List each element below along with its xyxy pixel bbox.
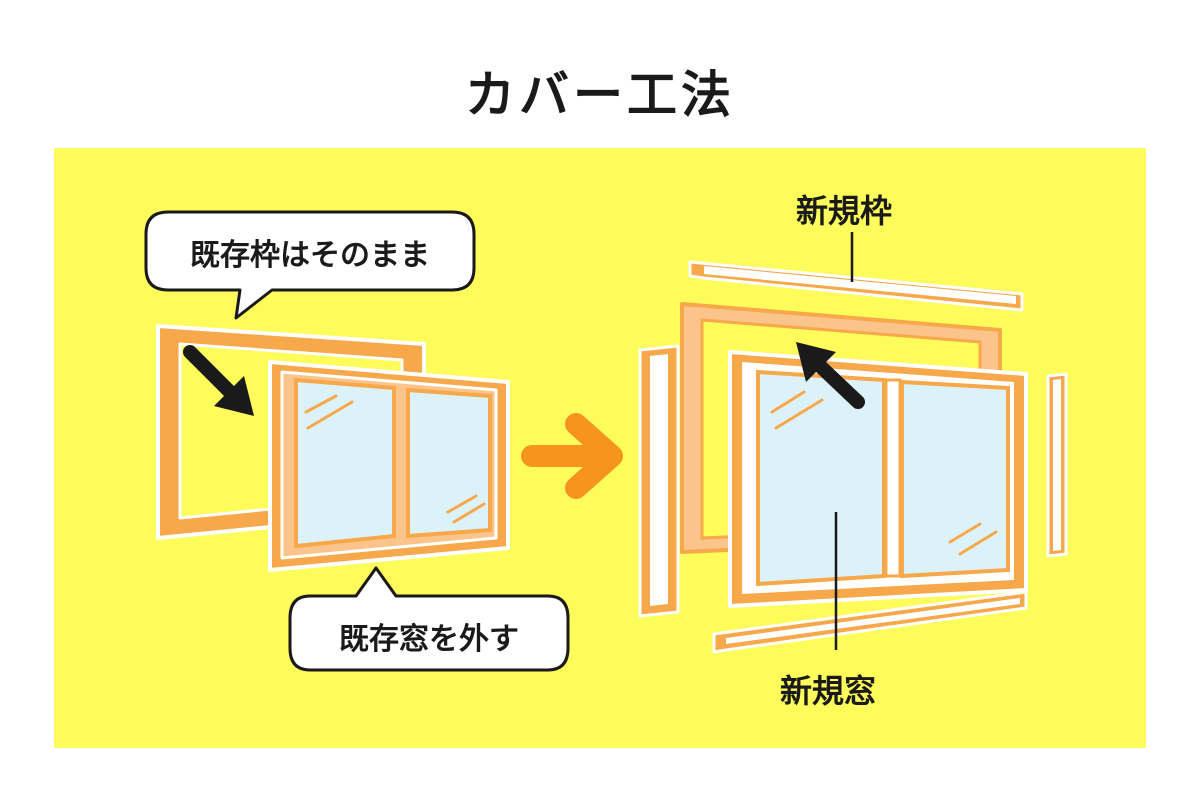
- transition-arrow-icon: [521, 413, 623, 499]
- label-new-frame: 新規枠: [796, 192, 893, 230]
- bubble-text-bottom: 既存窓を外す: [339, 622, 519, 657]
- new-frame-bottom-bar: [712, 590, 1028, 654]
- existing-window: [268, 360, 510, 572]
- install-arrow-icon: [796, 342, 865, 409]
- new-frame-top-bar: [688, 260, 1024, 312]
- bubble-text-top: 既存枠はそのまま: [190, 238, 430, 273]
- speech-bubble-bottom: [288, 566, 570, 672]
- label-new-window: 新規窓: [780, 672, 877, 710]
- new-frame-right-bar: [1046, 372, 1068, 558]
- speech-bubble-top: [144, 210, 476, 320]
- remove-arrow-icon: [183, 345, 254, 416]
- page-title: カバー工法: [465, 66, 735, 124]
- new-frame-left-bar: [638, 344, 680, 618]
- new-window: [728, 350, 1028, 608]
